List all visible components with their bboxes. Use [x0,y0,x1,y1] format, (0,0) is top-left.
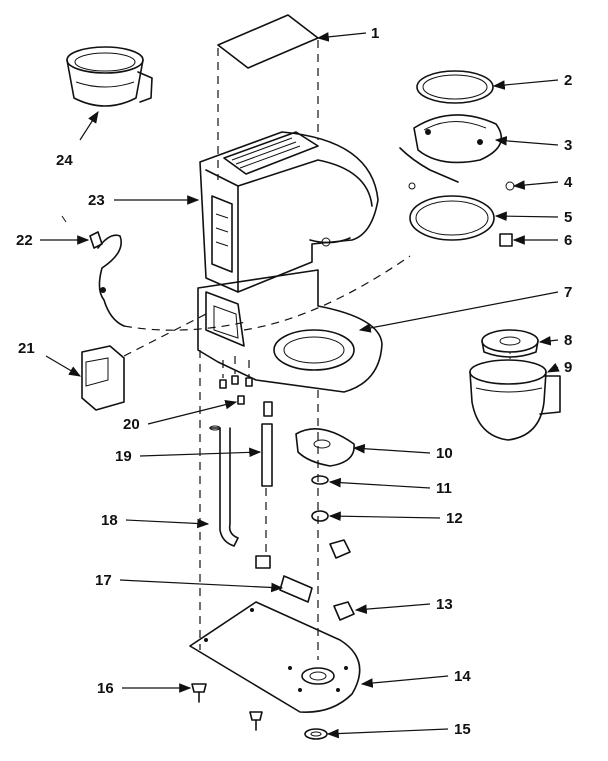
callout-8: 8 [564,332,572,349]
callout-18: 18 [101,512,118,529]
switch-box-part [81,311,211,411]
callout-3: 3 [564,137,572,154]
base-part [197,255,411,393]
callout-14: 14 [454,668,471,685]
callout-12: 12 [446,510,463,527]
callout-9: 9 [564,359,572,376]
callout-20: 20 [123,416,140,433]
callout-10: 10 [436,445,453,462]
callout-4: 4 [564,174,573,191]
callout-13: 13 [436,596,453,613]
tubes-part [199,350,319,660]
callout-5: 5 [564,209,572,226]
callout-15: 15 [454,721,471,738]
screws-part [219,356,253,405]
housing-part [199,131,379,293]
feet-part [191,683,328,740]
callout-1: 1 [371,25,379,42]
callout-19: 19 [115,448,132,465]
callout-21: 21 [18,340,35,357]
carafe-part [469,329,561,441]
brew-basket-part [66,46,153,107]
callout-7: 7 [564,284,572,301]
callout-22: 22 [16,232,33,249]
heater-assembly-part [399,70,515,247]
callout-2: 2 [564,72,572,89]
callout-17: 17 [95,572,112,589]
callout-6: 6 [564,232,572,249]
leader-lines [40,32,560,739]
bottom-plate-part [189,601,361,713]
valve-parts [295,428,355,559]
callout-16: 16 [97,680,114,697]
callout-11: 11 [436,480,452,497]
callout-24: 24 [56,152,73,169]
callout-23: 23 [88,192,105,209]
power-cord-part [89,231,247,331]
callout-labels: 1 2 3 4 5 6 7 8 9 10 11 12 13 14 15 16 1… [16,25,573,738]
